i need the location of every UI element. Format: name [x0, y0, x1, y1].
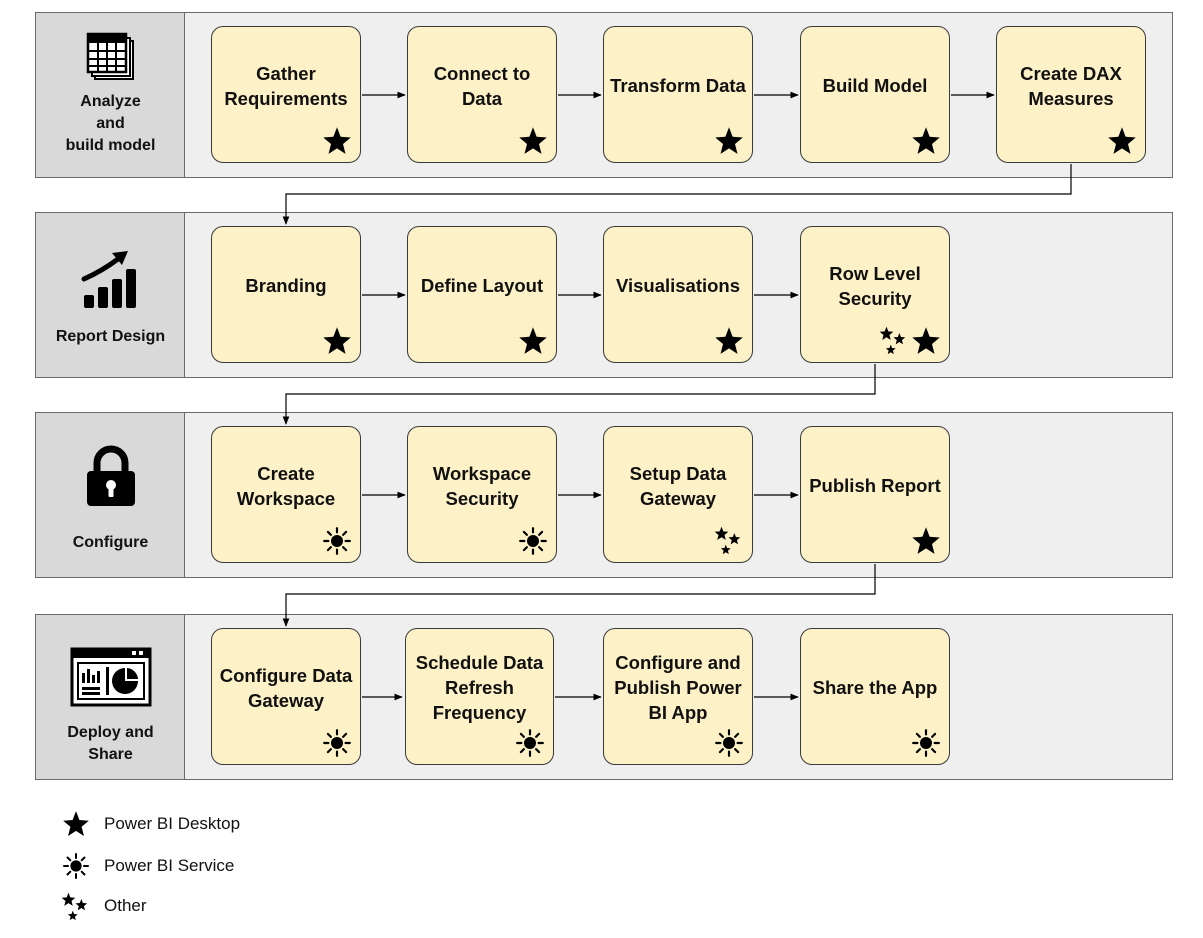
tool-badge — [1107, 126, 1137, 156]
growth-chart-icon — [36, 245, 185, 316]
process-step: Build Model — [800, 26, 950, 163]
flow-connector — [282, 564, 876, 627]
star-icon — [912, 327, 940, 354]
step-label: Create Workspace — [236, 462, 336, 509]
sun-icon — [519, 527, 547, 555]
step-label: Share the App — [812, 677, 938, 698]
step-label: Schedule Data Refresh Frequency — [415, 652, 544, 723]
phase-header: Report Design — [36, 213, 185, 377]
star-icon — [912, 127, 940, 154]
phase-header: Analyze and build model — [36, 13, 185, 177]
sun-icon — [516, 729, 544, 757]
tool-badge — [714, 326, 744, 356]
padlock-icon — [36, 443, 185, 514]
step-label: Define Layout — [420, 275, 544, 296]
process-step: Visualisations — [603, 226, 753, 363]
three-stars-icon — [879, 326, 909, 356]
process-step: Publish Report — [800, 426, 950, 563]
step-label: Workspace Security — [432, 462, 532, 509]
step-label: Gather Requirements — [224, 62, 348, 109]
phase-title: Analyze and build model — [65, 93, 156, 154]
star-icon — [715, 127, 743, 154]
process-step: Share the App — [800, 628, 950, 765]
process-step: Transform Data — [603, 26, 753, 163]
star-icon — [323, 327, 351, 354]
flow-connector — [282, 164, 1072, 225]
legend-label: Other — [104, 896, 147, 915]
tool-badge — [322, 126, 352, 156]
dashboard-window-icon — [36, 645, 185, 714]
phase-header: Configure — [36, 413, 185, 577]
sun-icon — [715, 729, 743, 757]
step-label: Setup Data Gateway — [629, 462, 727, 509]
star-icon — [519, 327, 547, 354]
process-step: Branding — [211, 226, 361, 363]
tool-badge — [322, 728, 352, 758]
process-step: Row Level Security — [800, 226, 950, 363]
process-step: Create DAX Measures — [996, 26, 1146, 163]
process-step: Schedule Data Refresh Frequency — [405, 628, 554, 765]
tool-badge — [879, 326, 941, 356]
tool-badge — [322, 326, 352, 356]
tool-badge — [714, 526, 744, 556]
tool-badge — [911, 526, 941, 556]
sun-icon — [323, 527, 351, 555]
star-icon — [323, 127, 351, 154]
phase-header: Deploy and Share — [36, 615, 185, 779]
star-icon — [519, 127, 547, 154]
star-icon — [63, 811, 89, 837]
process-step: Connect to Data — [407, 26, 557, 163]
process-step: Gather Requirements — [211, 26, 361, 163]
step-label: Transform Data — [610, 75, 746, 96]
step-label: Row Level Security — [829, 262, 921, 309]
star-icon — [1108, 127, 1136, 154]
tool-badge — [515, 728, 545, 758]
legend-label: Power BI Desktop — [104, 814, 241, 833]
spreadsheet-stack-icon — [36, 29, 185, 90]
tool-badge — [518, 126, 548, 156]
step-label: Configure and Publish Power BI App — [614, 652, 742, 723]
step-label: Build Model — [822, 75, 928, 96]
process-step: Configure and Publish Power BI App — [603, 628, 753, 765]
phase-title: Report Design — [55, 328, 166, 345]
legend-label: Power BI Service — [104, 856, 235, 875]
process-step: Configure Data Gateway — [211, 628, 361, 765]
flow-connector — [282, 364, 876, 425]
process-step: Define Layout — [407, 226, 557, 363]
sun-icon — [63, 853, 89, 879]
process-step: Workspace Security — [407, 426, 557, 563]
step-label: Publish Report — [809, 475, 941, 496]
step-label: Configure Data Gateway — [219, 664, 353, 711]
phase-title: Configure — [72, 534, 149, 551]
tool-badge — [518, 526, 548, 556]
tool-badge — [714, 126, 744, 156]
step-label: Create DAX Measures — [1020, 62, 1122, 109]
step-label: Visualisations — [615, 275, 741, 296]
process-step: Create Workspace — [211, 426, 361, 563]
three-stars-icon — [714, 526, 744, 556]
sun-icon — [912, 729, 940, 757]
star-icon — [912, 527, 940, 554]
step-label: Branding — [245, 275, 327, 296]
tool-badge — [714, 728, 744, 758]
step-label: Connect to Data — [433, 62, 531, 109]
tool-badge — [911, 126, 941, 156]
phase-title: Deploy and Share — [67, 724, 154, 763]
sun-icon — [323, 729, 351, 757]
tool-badge — [518, 326, 548, 356]
three-stars-icon — [60, 890, 92, 922]
tool-badge — [322, 526, 352, 556]
process-step: Setup Data Gateway — [603, 426, 753, 563]
tool-badge — [911, 728, 941, 758]
star-icon — [715, 327, 743, 354]
